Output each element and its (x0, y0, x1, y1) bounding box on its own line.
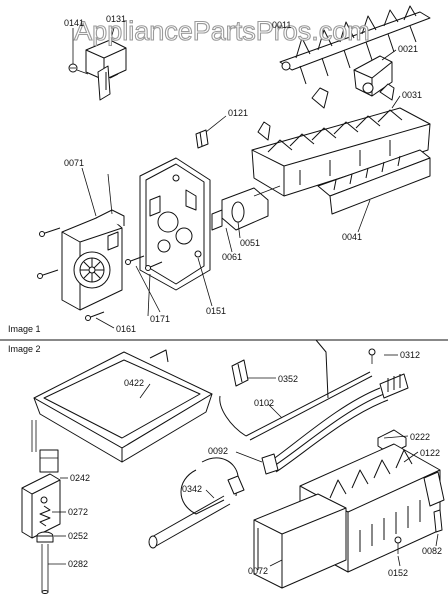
label-0072: 0072 (248, 566, 268, 576)
part-0031-mold (251, 83, 431, 197)
label-0252: 0252 (68, 531, 88, 541)
part-0312-screw (368, 348, 376, 364)
part-0252-nut (36, 531, 54, 543)
label-0071: 0071 (64, 158, 84, 168)
label-0242: 0242 (70, 473, 90, 483)
part-0272-spring (39, 505, 51, 527)
leaders-image-2 (48, 354, 439, 567)
label-0161: 0161 (116, 324, 136, 334)
part-0102-wire-arm (219, 339, 373, 441)
label-0152: 0152 (388, 568, 408, 578)
part-0011-ejector-blade (279, 5, 431, 85)
part-0422-ice-bin (33, 349, 213, 463)
part-0121-clip (195, 129, 209, 149)
label-0011: 0011 (272, 20, 291, 30)
label-0282: 0282 (68, 559, 88, 569)
label-0151: 0151 (206, 306, 226, 316)
part-0282-tube (41, 544, 49, 594)
part-0152-screw (394, 536, 402, 554)
part-0151-housing (139, 157, 211, 291)
label-0171: 0171 (150, 314, 170, 324)
part-0082-clip (433, 509, 443, 533)
label-0102: 0102 (254, 398, 274, 408)
label-0061: 0061 (222, 252, 242, 262)
screw-0161 (85, 311, 105, 321)
label-0352: 0352 (278, 374, 298, 384)
label-0342: 0342 (182, 484, 202, 494)
label-0122: 0122 (420, 448, 440, 458)
label-0222: 0222 (410, 432, 430, 442)
label-0422: 0422 (124, 378, 144, 388)
label-0131: 0131 (106, 14, 126, 24)
label-0051: 0051 (240, 238, 260, 248)
part-0342-fill-tube (148, 457, 245, 549)
part-0021-cover (353, 55, 393, 97)
section-label-image-2: Image 2 (8, 344, 41, 354)
part-0092-harness (261, 373, 409, 475)
leaders-image-1 (72, 27, 401, 329)
part-0072-cover (253, 493, 347, 589)
screws-0171 (37, 227, 163, 279)
label-0082: 0082 (422, 546, 442, 556)
part-0131-bracket (85, 39, 127, 101)
label-0272: 0272 (68, 507, 88, 517)
part-0071-front-cover (61, 209, 125, 311)
label-0031: 0031 (402, 90, 422, 100)
part-0141-screw (68, 63, 89, 75)
watermark: AppliancePartsPros.com (74, 16, 370, 46)
label-0041: 0041 (342, 232, 362, 242)
label-0312: 0312 (400, 350, 420, 360)
label-0021: 0021 (398, 44, 418, 54)
section-label-image-1: Image 1 (8, 324, 41, 334)
part-0352-clip (231, 359, 249, 387)
part-0051-motor (211, 185, 281, 231)
part-0242-valve (21, 420, 61, 539)
label-0092: 0092 (208, 446, 228, 456)
part-0041-heater (317, 149, 431, 215)
label-0141: 0141 (64, 18, 84, 28)
label-0121: 0121 (228, 108, 248, 118)
